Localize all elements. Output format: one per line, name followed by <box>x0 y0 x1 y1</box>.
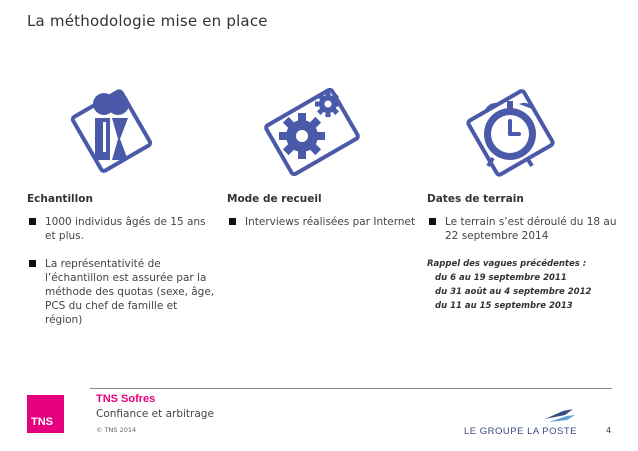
previous-waves-title: Rappel des vagues précédentes : <box>427 259 587 269</box>
brand-name: TNS Sofres <box>96 393 156 405</box>
previous-wave-item: du 11 au 15 septembre 2013 <box>435 301 573 311</box>
page-title: La méthodologie mise en place <box>27 12 268 30</box>
tns-logo: TNS <box>27 395 64 433</box>
people-icon <box>70 89 153 173</box>
column-heading: Dates de terrain <box>427 193 524 205</box>
brand-tagline: Confiance et arbitrage <box>96 408 214 420</box>
copyright: © TNS 2014 <box>96 426 137 434</box>
previous-wave-item: du 31 août au 4 septembre 2012 <box>435 287 592 297</box>
column-mode-recueil: Mode de recueil Interviews réalisées par… <box>227 192 417 243</box>
previous-waves: Rappel des vagues précédentes : du 6 au … <box>427 257 617 313</box>
column-heading: Mode de recueil <box>227 193 322 205</box>
partner-logo: LE GROUPE LA POSTE <box>464 426 578 437</box>
column-echantillon: Echantillon 1000 individus âgés de 15 an… <box>27 192 217 341</box>
gears-icon <box>264 87 360 177</box>
la-poste-bird-icon <box>545 409 575 422</box>
list-item: 1000 individus âgés de 15 ans et plus. <box>27 215 217 243</box>
column-heading: Echantillon <box>27 193 93 205</box>
list-item: Le terrain s’est déroulé du 18 au 22 sep… <box>427 215 617 243</box>
list-item: Interviews réalisées par Internet <box>227 215 417 229</box>
footer-divider <box>90 388 612 389</box>
previous-wave-item: du 6 au 19 septembre 2011 <box>435 273 567 283</box>
page-number: 4 <box>606 426 612 435</box>
tns-logo-text: TNS <box>31 416 53 428</box>
column-dates-terrain: Dates de terrain Le terrain s’est déroul… <box>427 192 617 313</box>
list-item: La représentativité de l’échantillon est… <box>27 257 217 327</box>
alarm-clock-icon <box>466 89 555 177</box>
